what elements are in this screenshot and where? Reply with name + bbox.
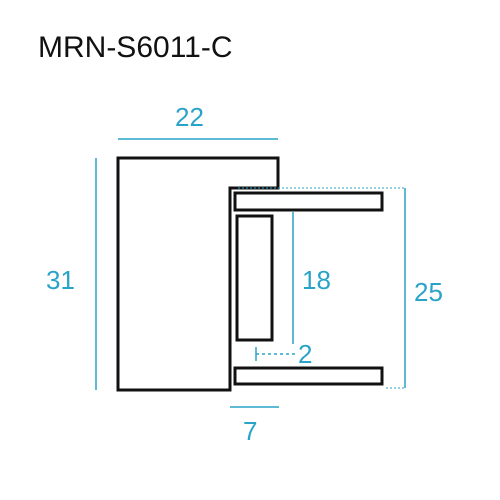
top-width-label: 22 (175, 102, 204, 132)
top-flange (233, 191, 384, 212)
left-height-label: 31 (46, 265, 75, 295)
bottom-flange (233, 366, 384, 386)
diagram-title: MRN-S6011-C (38, 31, 233, 64)
inner-height-label: 18 (302, 265, 331, 295)
inner-slot (235, 214, 274, 342)
dimension-lines (95, 138, 406, 408)
frame-body (116, 156, 280, 392)
profile-cross-section (116, 156, 384, 392)
bottom-width-label: 7 (243, 416, 257, 446)
dimension-labels: 22 31 18 25 2 7 (46, 102, 443, 446)
right-height-guide (238, 187, 406, 389)
right-height-label: 25 (414, 277, 443, 307)
gap-label: 2 (298, 339, 312, 369)
